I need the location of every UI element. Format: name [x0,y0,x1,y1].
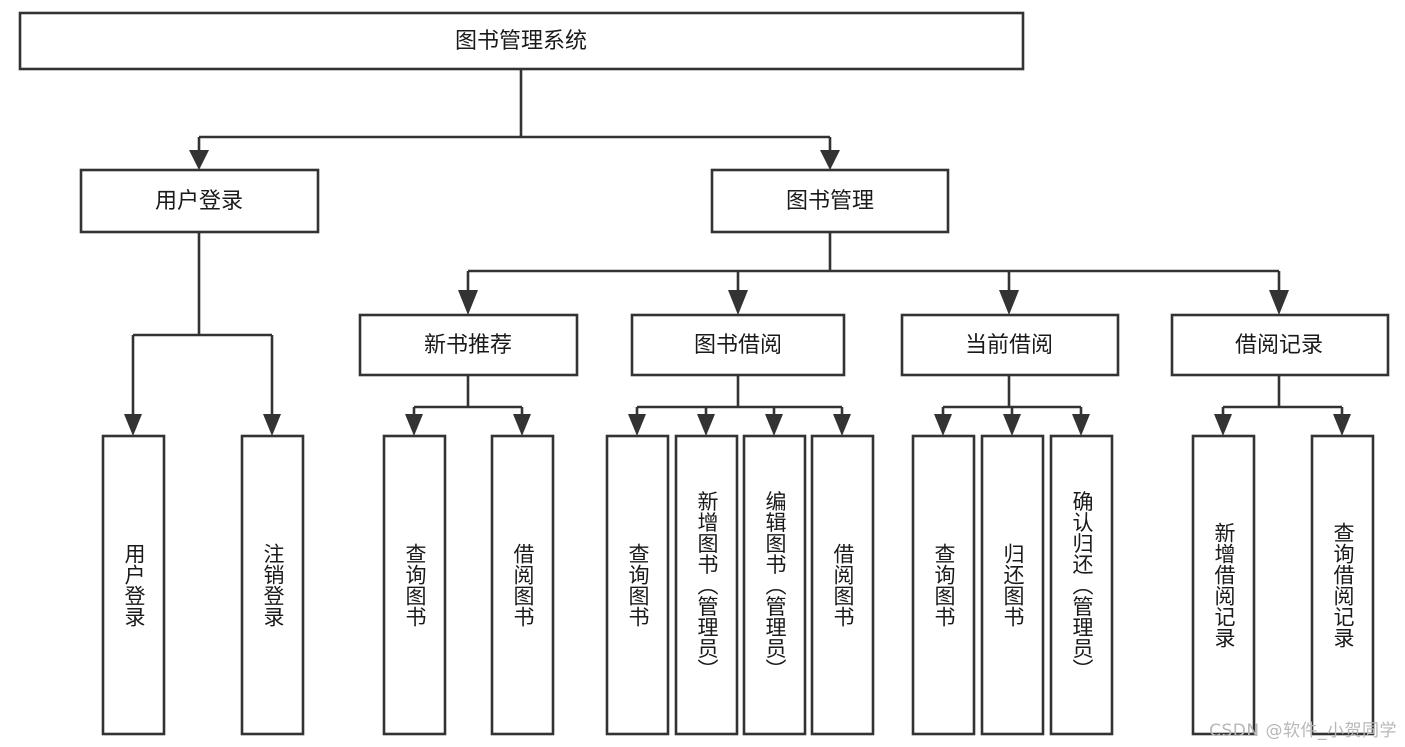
arrow-head-leaf-query-book-1 [405,414,423,436]
arrow-head-leaf-query-book-2 [628,414,646,436]
node-leaf-confirm-return-label: 确认归还（管理员） [1070,491,1094,680]
node-leaf-add-book-box[interactable] [674,434,739,736]
arrow-head-user-login [189,150,209,170]
node-leaf-query-book-2[interactable]: 查询图书 [605,434,670,736]
node-leaf-query-book-3[interactable]: 查询图书 [911,434,976,736]
connectors-group [124,69,1351,436]
node-root-label: 图书管理系统 [455,29,587,54]
node-borrow-record[interactable]: 借阅记录 [1170,313,1390,377]
node-root-box[interactable] [18,11,1025,71]
node-leaf-borrow-book-2[interactable]: 借阅图书 [810,434,875,736]
node-leaf-query-record-label: 查询借阅记录 [1331,522,1355,648]
node-leaf-borrow-book-1-box[interactable] [490,434,555,736]
node-current-borrow[interactable]: 当前借阅 [900,313,1120,377]
arrow-head-leaf-query-book-3 [934,414,952,436]
node-leaf-return-book[interactable]: 归还图书 [980,434,1045,736]
arrow-head-leaf-user-login [124,414,142,436]
node-leaf-query-book-2-label: 查询图书 [626,543,650,627]
node-leaf-logout[interactable]: 注销登录 [240,434,305,736]
node-leaf-logout-label: 注销登录 [261,543,285,627]
node-borrow-record-box[interactable] [1170,313,1390,377]
node-leaf-user-login-label: 用户登录 [122,543,146,627]
node-leaf-user-login-box[interactable] [101,434,166,736]
arrow-head-leaf-confirm-return [1072,414,1090,436]
node-leaf-confirm-return[interactable]: 确认归还（管理员） [1049,434,1114,736]
arrow-head-borrow-record [1269,290,1289,315]
node-leaf-edit-book[interactable]: 编辑图书（管理员） [742,434,807,736]
node-borrow-record-label: 借阅记录 [1235,333,1323,358]
node-leaf-borrow-book-1-label: 借阅图书 [511,543,535,627]
node-leaf-user-login[interactable]: 用户登录 [101,434,166,736]
node-book-borrow-label: 图书借阅 [694,333,782,358]
node-leaf-add-record-label: 新增借阅记录 [1212,522,1236,648]
node-user-login-label: 用户登录 [155,189,243,214]
node-leaf-add-book-label: 新增图书（管理员） [695,491,719,680]
node-leaf-query-record[interactable]: 查询借阅记录 [1310,434,1375,736]
node-current-borrow-box[interactable] [900,313,1120,377]
node-leaf-query-book-3-label: 查询图书 [932,543,956,627]
arrow-head-leaf-query-record [1333,414,1351,436]
node-book-borrow-box[interactable] [630,313,846,377]
node-leaf-add-record[interactable]: 新增借阅记录 [1191,434,1256,736]
node-leaf-borrow-book-2-label: 借阅图书 [831,543,855,627]
node-leaf-query-book-1-box[interactable] [382,434,447,736]
node-book-manage-label: 图书管理 [786,189,874,214]
node-leaf-query-book-3-box[interactable] [911,434,976,736]
node-current-borrow-label: 当前借阅 [965,333,1053,358]
node-leaf-edit-book-label: 编辑图书（管理员） [763,491,787,680]
node-leaf-query-book-1-label: 查询图书 [403,543,427,627]
arrow-head-current-borrow [999,290,1019,315]
node-book-manage[interactable]: 图书管理 [710,168,950,234]
arrow-head-new-book-rec [458,290,478,315]
arrow-head-book-manage [820,150,840,170]
node-leaf-add-record-box[interactable] [1191,434,1256,736]
node-user-login[interactable]: 用户登录 [79,168,320,234]
node-leaf-add-book[interactable]: 新增图书（管理员） [674,434,739,736]
node-leaf-query-record-box[interactable] [1310,434,1375,736]
node-user-login-box[interactable] [79,168,320,234]
node-leaf-return-book-label: 归还图书 [1001,543,1025,627]
node-book-borrow[interactable]: 图书借阅 [630,313,846,377]
arrow-head-leaf-add-book [697,414,715,436]
node-leaf-query-book-2-box[interactable] [605,434,670,736]
arrow-head-leaf-edit-book [765,414,783,436]
node-root[interactable]: 图书管理系统 [18,11,1025,71]
arrow-head-leaf-borrow-book-1 [513,414,531,436]
arrow-head-leaf-logout [263,414,281,436]
arrow-head-book-borrow [728,290,748,315]
node-leaf-return-book-box[interactable] [980,434,1045,736]
node-new-book-rec[interactable]: 新书推荐 [358,313,579,377]
node-leaf-query-book-1[interactable]: 查询图书 [382,434,447,736]
node-leaf-edit-book-box[interactable] [742,434,807,736]
arrow-head-leaf-return-book [1003,414,1021,436]
arrow-head-leaf-borrow-book-2 [833,414,851,436]
arrow-head-leaf-add-record [1214,414,1232,436]
node-leaf-borrow-book-1[interactable]: 借阅图书 [490,434,555,736]
node-leaf-borrow-book-2-box[interactable] [810,434,875,736]
node-leaf-logout-box[interactable] [240,434,305,736]
node-leaf-confirm-return-box[interactable] [1049,434,1114,736]
node-book-manage-box[interactable] [710,168,950,234]
node-new-book-rec-box[interactable] [358,313,579,377]
node-new-book-rec-label: 新书推荐 [424,333,512,358]
